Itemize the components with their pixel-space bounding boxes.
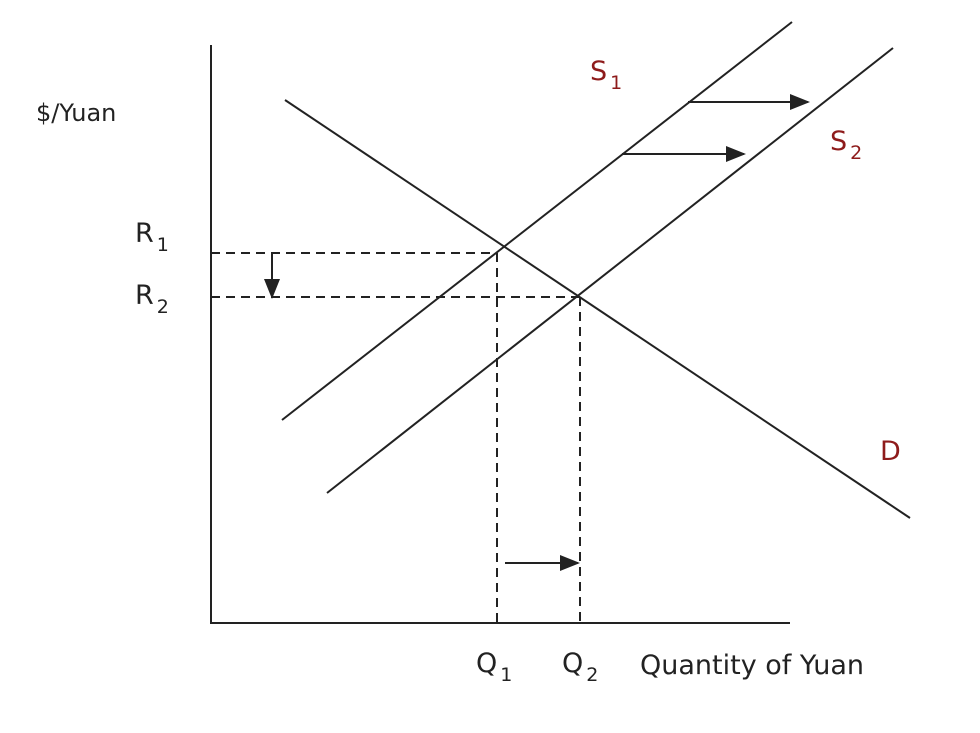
supply-curve-s2 [326, 47, 894, 494]
demand-curve [284, 99, 911, 519]
x-axis-label: Quantity of Yuan [640, 650, 865, 681]
demand-label: D [880, 436, 901, 467]
supply-curve-s1 [281, 21, 793, 421]
y-axis-label: $/Yuan [36, 99, 117, 127]
